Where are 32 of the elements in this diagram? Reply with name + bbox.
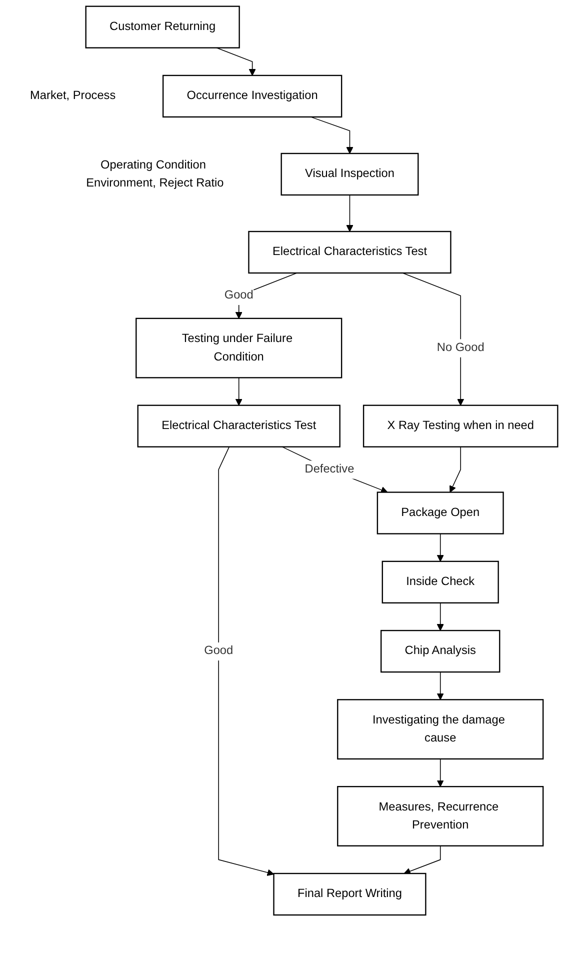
arrow [310,116,354,154]
node-box: Customer Returning [85,6,240,48]
arrow [235,377,242,406]
arrow [402,272,464,406]
node-box: Electrical Characteristics Test [137,404,340,448]
arrow [436,672,444,700]
node-box: Final Report Writing [273,872,426,916]
node-box: Measures, Recurrence Prevention [337,786,544,846]
node-box: Package Open [376,492,504,534]
arrow [282,446,388,494]
arrow [218,446,274,876]
node-box: Inside Check [382,560,499,604]
arrow [436,602,444,631]
arrow [216,47,256,76]
arrow [450,446,461,493]
edge-label: No Good [436,340,484,354]
node-box: Visual Inspection [280,152,419,196]
edge-label: Good [224,288,254,302]
node-box: Investigating the damage cause [337,699,544,760]
edge-label: Good [204,644,234,658]
arrow [436,758,444,787]
arrow [346,194,354,232]
node-box: Chip Analysis [380,630,500,673]
node-box: Testing under Failure Condition [136,318,342,378]
edge-label: Defective [304,462,354,476]
node-box: Electrical Characteristics Test [248,230,452,274]
arrow [404,845,441,874]
node-label: Operating Condition Environment, Reject Ratio [86,158,224,190]
node-box: X Ray Testing when in need [362,404,558,448]
arrow [436,533,444,562]
node-box: Occurrence Investigation [162,74,342,118]
node-label: Market, Process [30,88,116,102]
